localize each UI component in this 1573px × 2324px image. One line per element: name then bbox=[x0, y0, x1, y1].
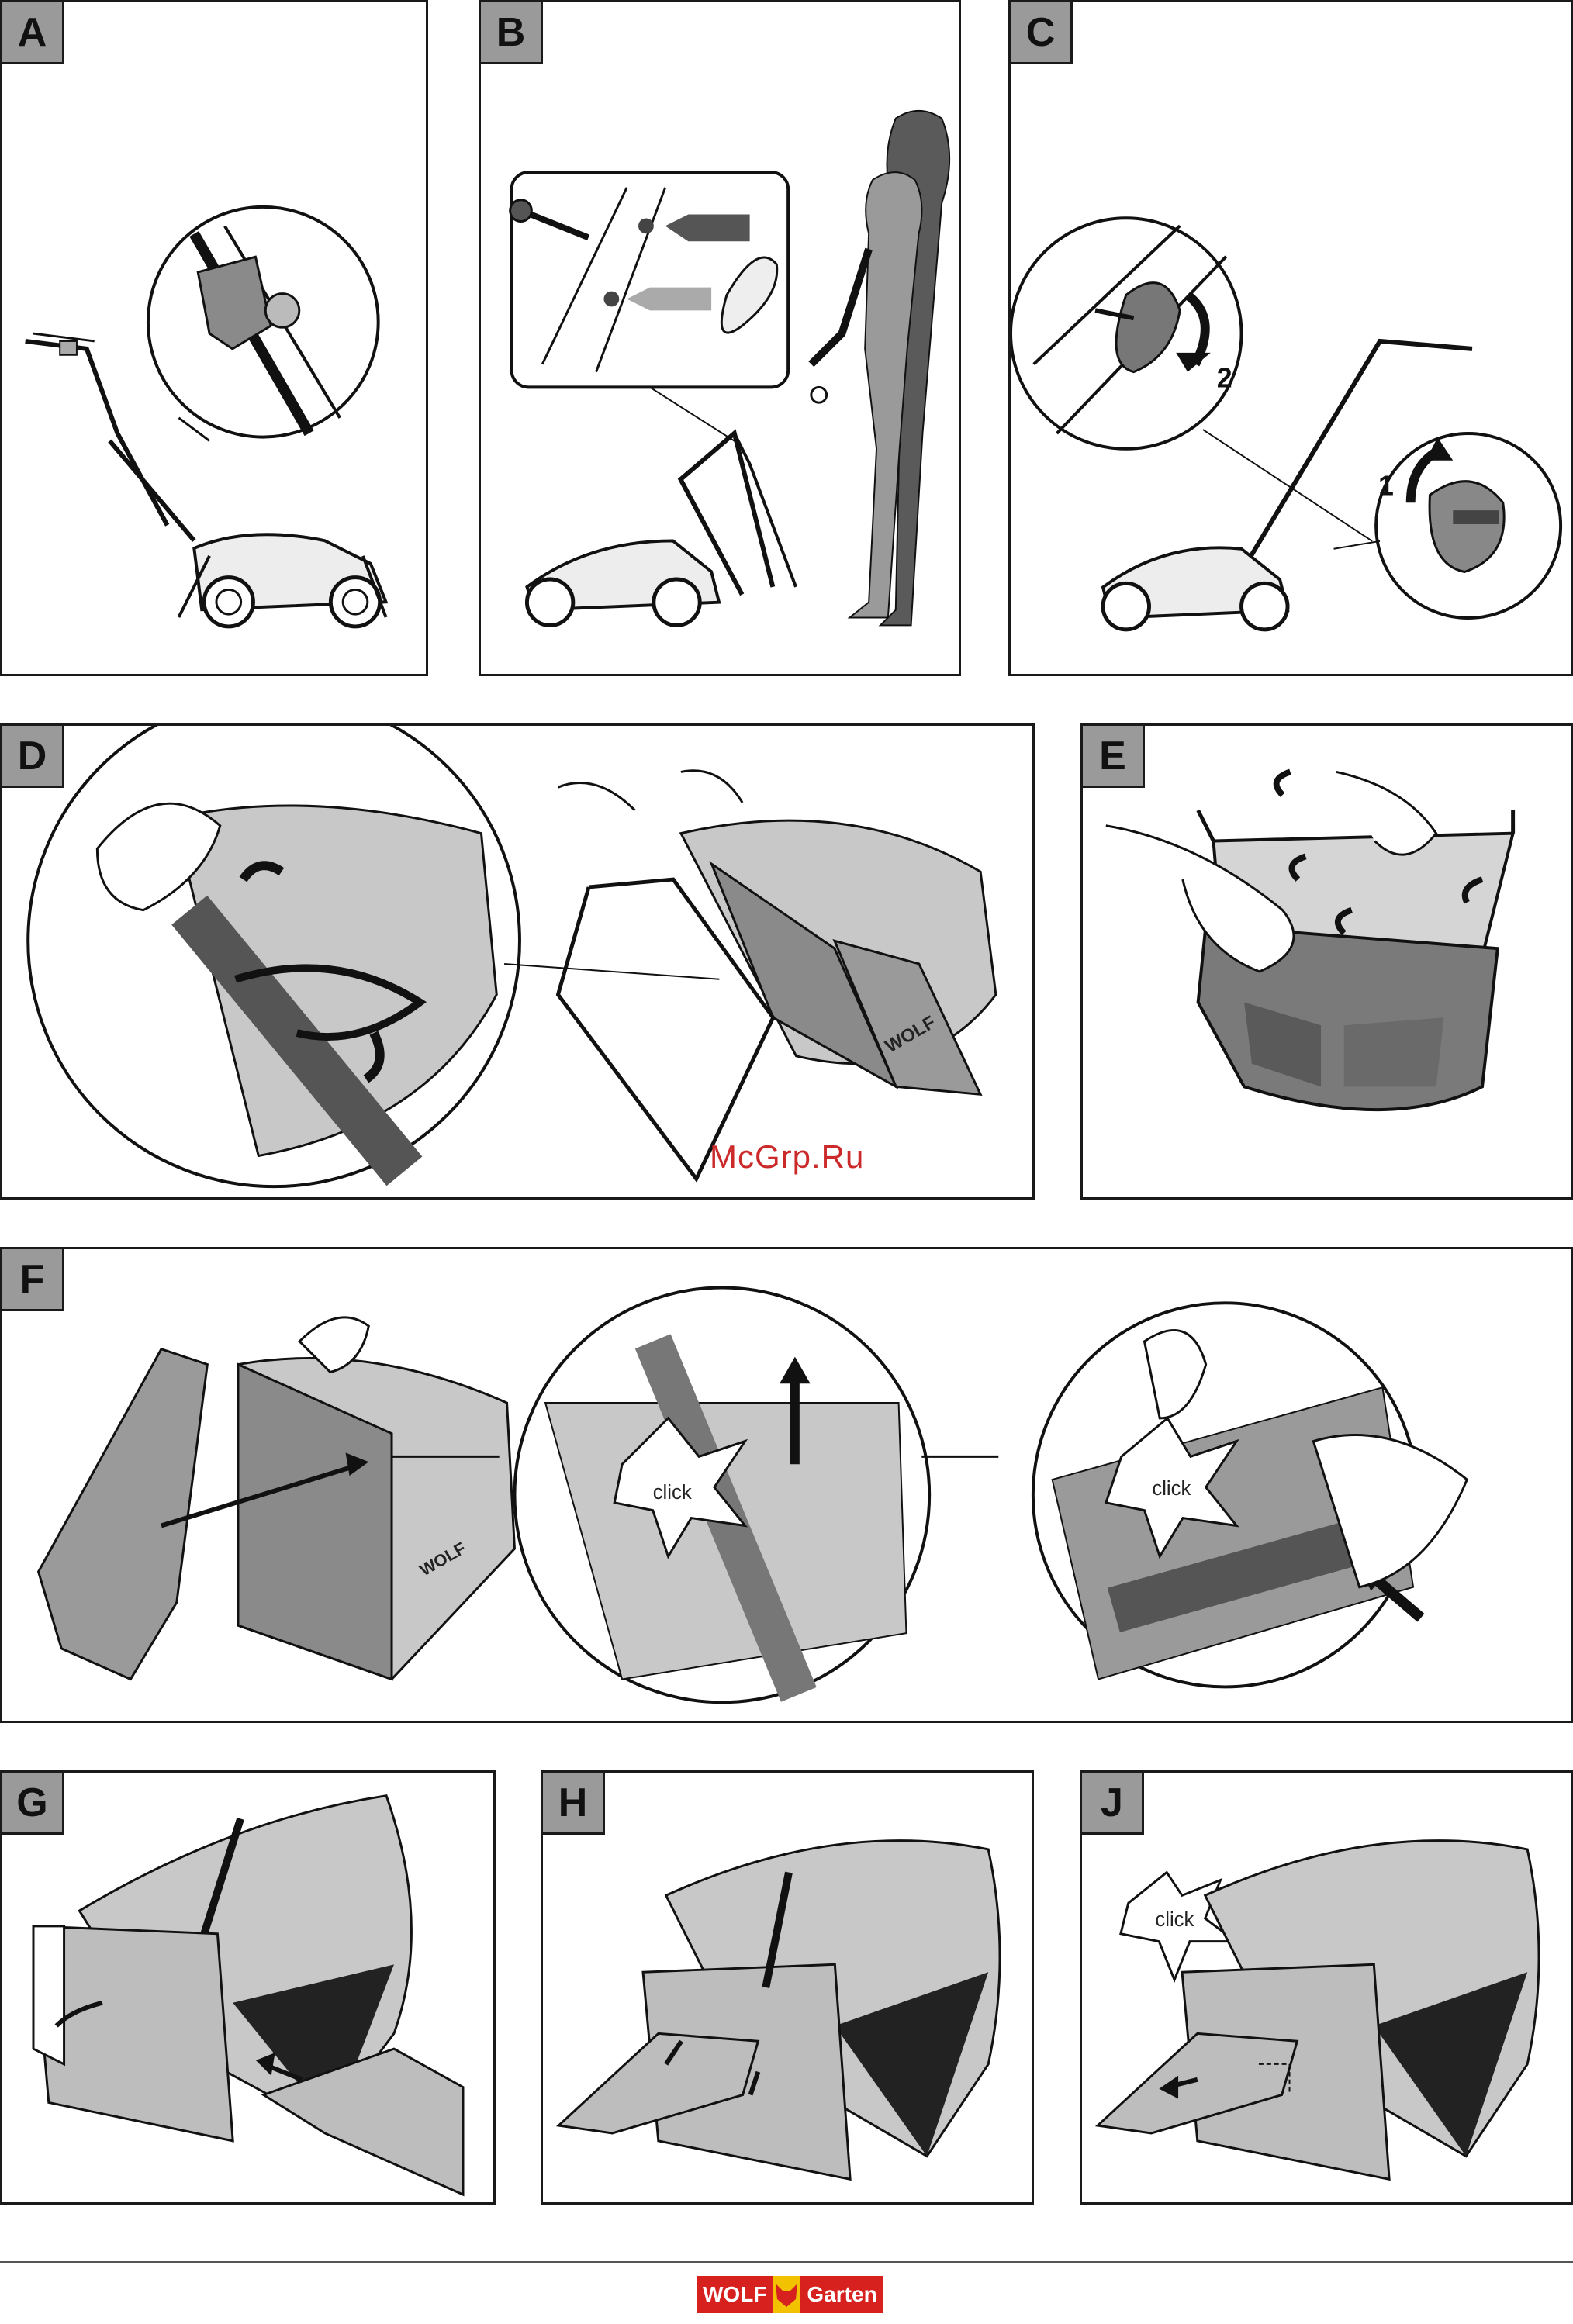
logo-wolf-text: WOLF bbox=[697, 2276, 773, 2313]
step-1-label: 1 bbox=[1378, 470, 1394, 501]
chute-lock-illustration: click bbox=[1082, 1773, 1571, 2202]
footer-rule bbox=[0, 2261, 1573, 2263]
panel-d: D WOLF bbox=[0, 723, 1035, 1200]
panel-f: F WOLF click click bbox=[0, 1247, 1573, 1723]
step-2-label: 2 bbox=[1217, 362, 1232, 393]
panel-h: H bbox=[541, 1770, 1034, 2205]
click-label-2: click bbox=[1152, 1478, 1191, 1500]
click-label-j: click bbox=[1155, 1909, 1194, 1931]
chute-insertion-illustration bbox=[543, 1773, 1032, 2202]
panel-label-h: H bbox=[543, 1773, 605, 1835]
panel-g: G bbox=[0, 1770, 496, 2205]
panel-label-c: C bbox=[1011, 2, 1073, 64]
bag-frame-insertion-illustration: WOLF bbox=[2, 726, 1032, 1197]
panel-label-f: F bbox=[2, 1249, 64, 1311]
panel-label-b: B bbox=[481, 2, 543, 64]
handle-assembly-illustration bbox=[481, 2, 959, 674]
wolf-garten-logo: WOLF Garten bbox=[697, 2276, 876, 2313]
logo-garten-text: Garten bbox=[800, 2276, 883, 2313]
panel-label-j: J bbox=[1082, 1773, 1144, 1835]
knob-tightening-illustration: 2 1 bbox=[1011, 2, 1571, 674]
panel-a: A bbox=[0, 0, 428, 676]
panel-e: E bbox=[1080, 723, 1573, 1200]
panel-label-g: G bbox=[2, 1773, 64, 1835]
panel-c: C 2 1 bbox=[1008, 0, 1573, 676]
click-label-1: click bbox=[653, 1482, 692, 1504]
catcher-assembly-illustration: WOLF click click bbox=[2, 1249, 1571, 1721]
panel-b: B bbox=[479, 0, 961, 676]
watermark: McGrp.Ru bbox=[710, 1138, 864, 1176]
bag-clip-illustration bbox=[1083, 726, 1571, 1197]
panel-j: J click bbox=[1080, 1770, 1573, 2205]
panel-label-d: D bbox=[2, 726, 64, 788]
panel-label-e: E bbox=[1083, 726, 1145, 788]
panel-label-a: A bbox=[2, 2, 64, 64]
wolf-head-icon bbox=[773, 2276, 800, 2313]
chute-removal-illustration bbox=[2, 1773, 493, 2202]
mower-handle-illustration bbox=[2, 2, 426, 674]
